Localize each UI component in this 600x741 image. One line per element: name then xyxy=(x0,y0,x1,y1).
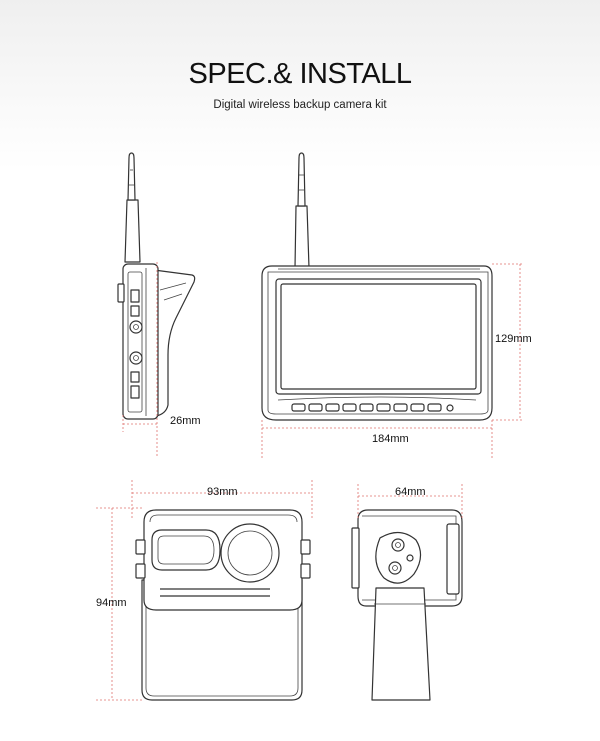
camera-height-label: 94mm xyxy=(96,597,127,609)
page-title: SPEC.& INSTALL xyxy=(188,58,412,90)
camera-side-tab-right-bottom xyxy=(300,563,311,579)
camera-side-tab-left-top xyxy=(135,539,146,555)
camera-depth-label: 64mm xyxy=(395,486,426,498)
monitor-front-buttons xyxy=(291,403,454,412)
monitor-front-antenna-tip xyxy=(297,152,306,207)
page-subtitle: Digital wireless backup camera kit xyxy=(213,99,387,111)
monitor-side-view xyxy=(117,152,196,458)
camera-lens-outer xyxy=(220,523,280,583)
monitor-side-button-4 xyxy=(130,385,140,399)
monitor-side-button-3 xyxy=(130,371,140,383)
camera-side-view xyxy=(351,484,463,701)
monitor-depth-label: 26mm xyxy=(170,415,201,427)
camera-side-screw-top xyxy=(391,538,405,552)
monitor-side-bracket xyxy=(153,269,196,417)
camera-ir-window xyxy=(151,529,221,571)
camera-width-label: 93mm xyxy=(207,486,238,498)
camera-side-bracket xyxy=(375,531,422,584)
monitor-side-button-2 xyxy=(130,305,140,317)
monitor-side-antenna-tip xyxy=(127,152,136,201)
camera-front-view xyxy=(96,480,313,701)
monitor-side-port-2 xyxy=(129,351,143,365)
monitor-screen xyxy=(280,283,477,390)
monitor-side-port-1 xyxy=(129,320,143,334)
monitor-height-label: 129mm xyxy=(495,333,532,345)
camera-side-tab-left-bottom xyxy=(135,563,146,579)
camera-side-mount-arm xyxy=(371,587,431,701)
camera-side-screw-bottom xyxy=(388,561,402,575)
monitor-side-button-1 xyxy=(130,289,140,303)
camera-side-tab-right-top xyxy=(300,539,311,555)
monitor-front-view xyxy=(261,152,524,458)
monitor-side-antenna-base xyxy=(124,199,141,263)
monitor-width-label: 184mm xyxy=(372,433,409,445)
monitor-front-antenna-base xyxy=(294,205,310,269)
